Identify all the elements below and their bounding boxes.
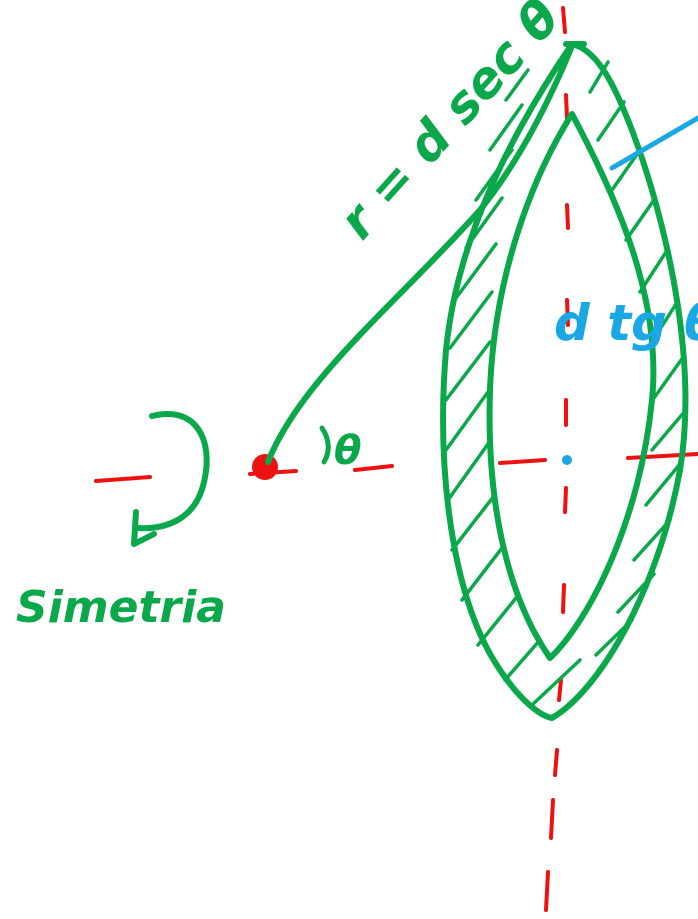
ring-hatching [444, 60, 688, 707]
theta-label: θ [334, 428, 361, 474]
point-marker [252, 454, 278, 480]
symmetry-rotation-arrow [133, 411, 210, 532]
center-dot [562, 455, 572, 465]
angle-arc [319, 425, 331, 465]
symmetry-label: Simetria [16, 582, 226, 633]
outer-ring-outline [440, 41, 689, 721]
width-pointer-line [609, 115, 698, 171]
inner-ring-outline [486, 111, 657, 661]
width-formula-label: d tg θ [554, 294, 698, 352]
horizontal-axis-dashed [94, 452, 698, 483]
vertical-axis-dashed [544, 6, 570, 912]
radius-line [265, 43, 575, 465]
